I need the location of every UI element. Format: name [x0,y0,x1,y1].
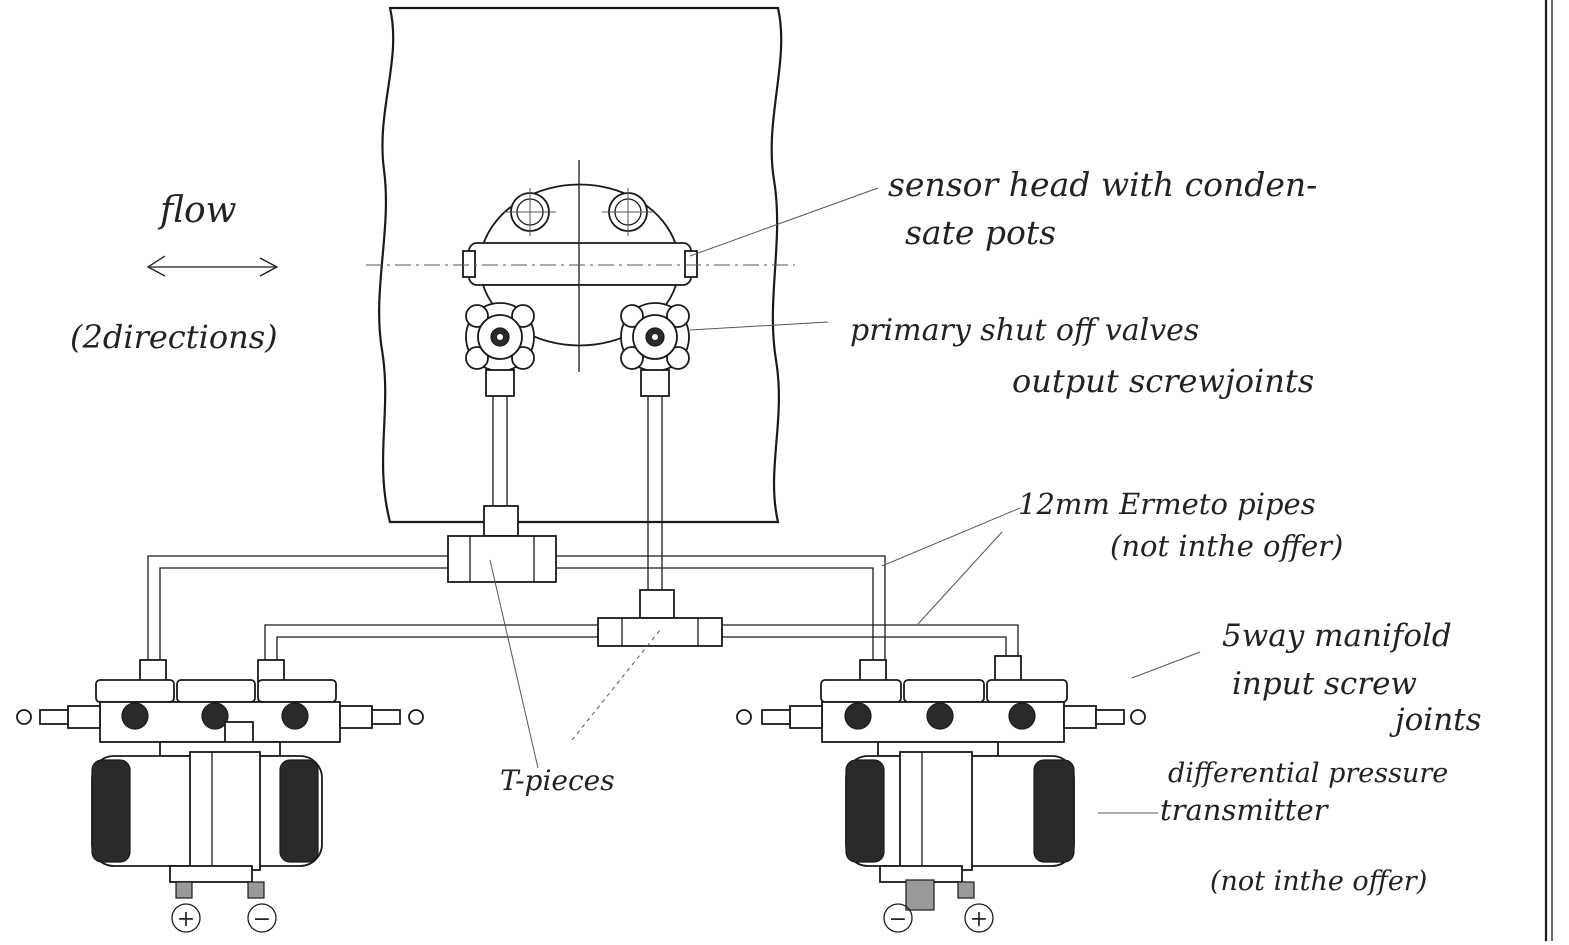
sensor-head-label-line2: sate pots [905,213,1056,252]
annotations: flow (2directions) sensor head with cond… [70,165,1482,897]
valves-label-line1: primary shut off valves [850,313,1199,348]
right-minus-label: − [889,907,907,932]
manifold-label-line2: input screw [1232,666,1417,702]
sensor-head-label-line1: sensor head with conden- [888,165,1317,204]
manifold-left [16,659,424,743]
primary-shut-off-valve-left [465,302,535,397]
page-border [1544,0,1553,943]
manifold-label-line1: 5way manifold [1222,618,1452,654]
transmitter-right [845,741,1075,911]
left-minus-label: − [253,907,271,932]
transmitter-label-line2: transmitter [1160,793,1330,827]
valves-label-line2: output screwjoints [1012,362,1314,400]
pipes-label-line1: 12mm Ermeto pipes [1018,487,1316,521]
ermeto-pipes [147,555,1019,662]
flow-label: flow [157,190,237,231]
primary-shut-off-valve-right [620,302,690,397]
duct-section [378,6,783,524]
port-markers: + − − + [171,903,994,933]
manifold-right [736,655,1146,743]
t-pieces-label: T-pieces [500,764,615,797]
leader-lines [489,187,1201,814]
flow-arrow [146,255,279,277]
transmitter-left [91,721,323,899]
left-plus-label: + [177,907,195,932]
sensor-head [366,160,795,372]
pipes-label-line2: (not inthe offer) [1110,529,1343,563]
right-plus-label: + [970,907,988,932]
t-piece-upper [447,505,557,583]
transmitter-label-line1: differential pressure [1168,758,1448,789]
manifold-label-line3: joints [1389,702,1482,738]
directions-label: (2directions) [70,318,278,356]
vertical-pipes [492,396,663,592]
t-piece-lower [597,589,723,647]
transmitter-label-line3: (not inthe offer) [1210,866,1427,897]
